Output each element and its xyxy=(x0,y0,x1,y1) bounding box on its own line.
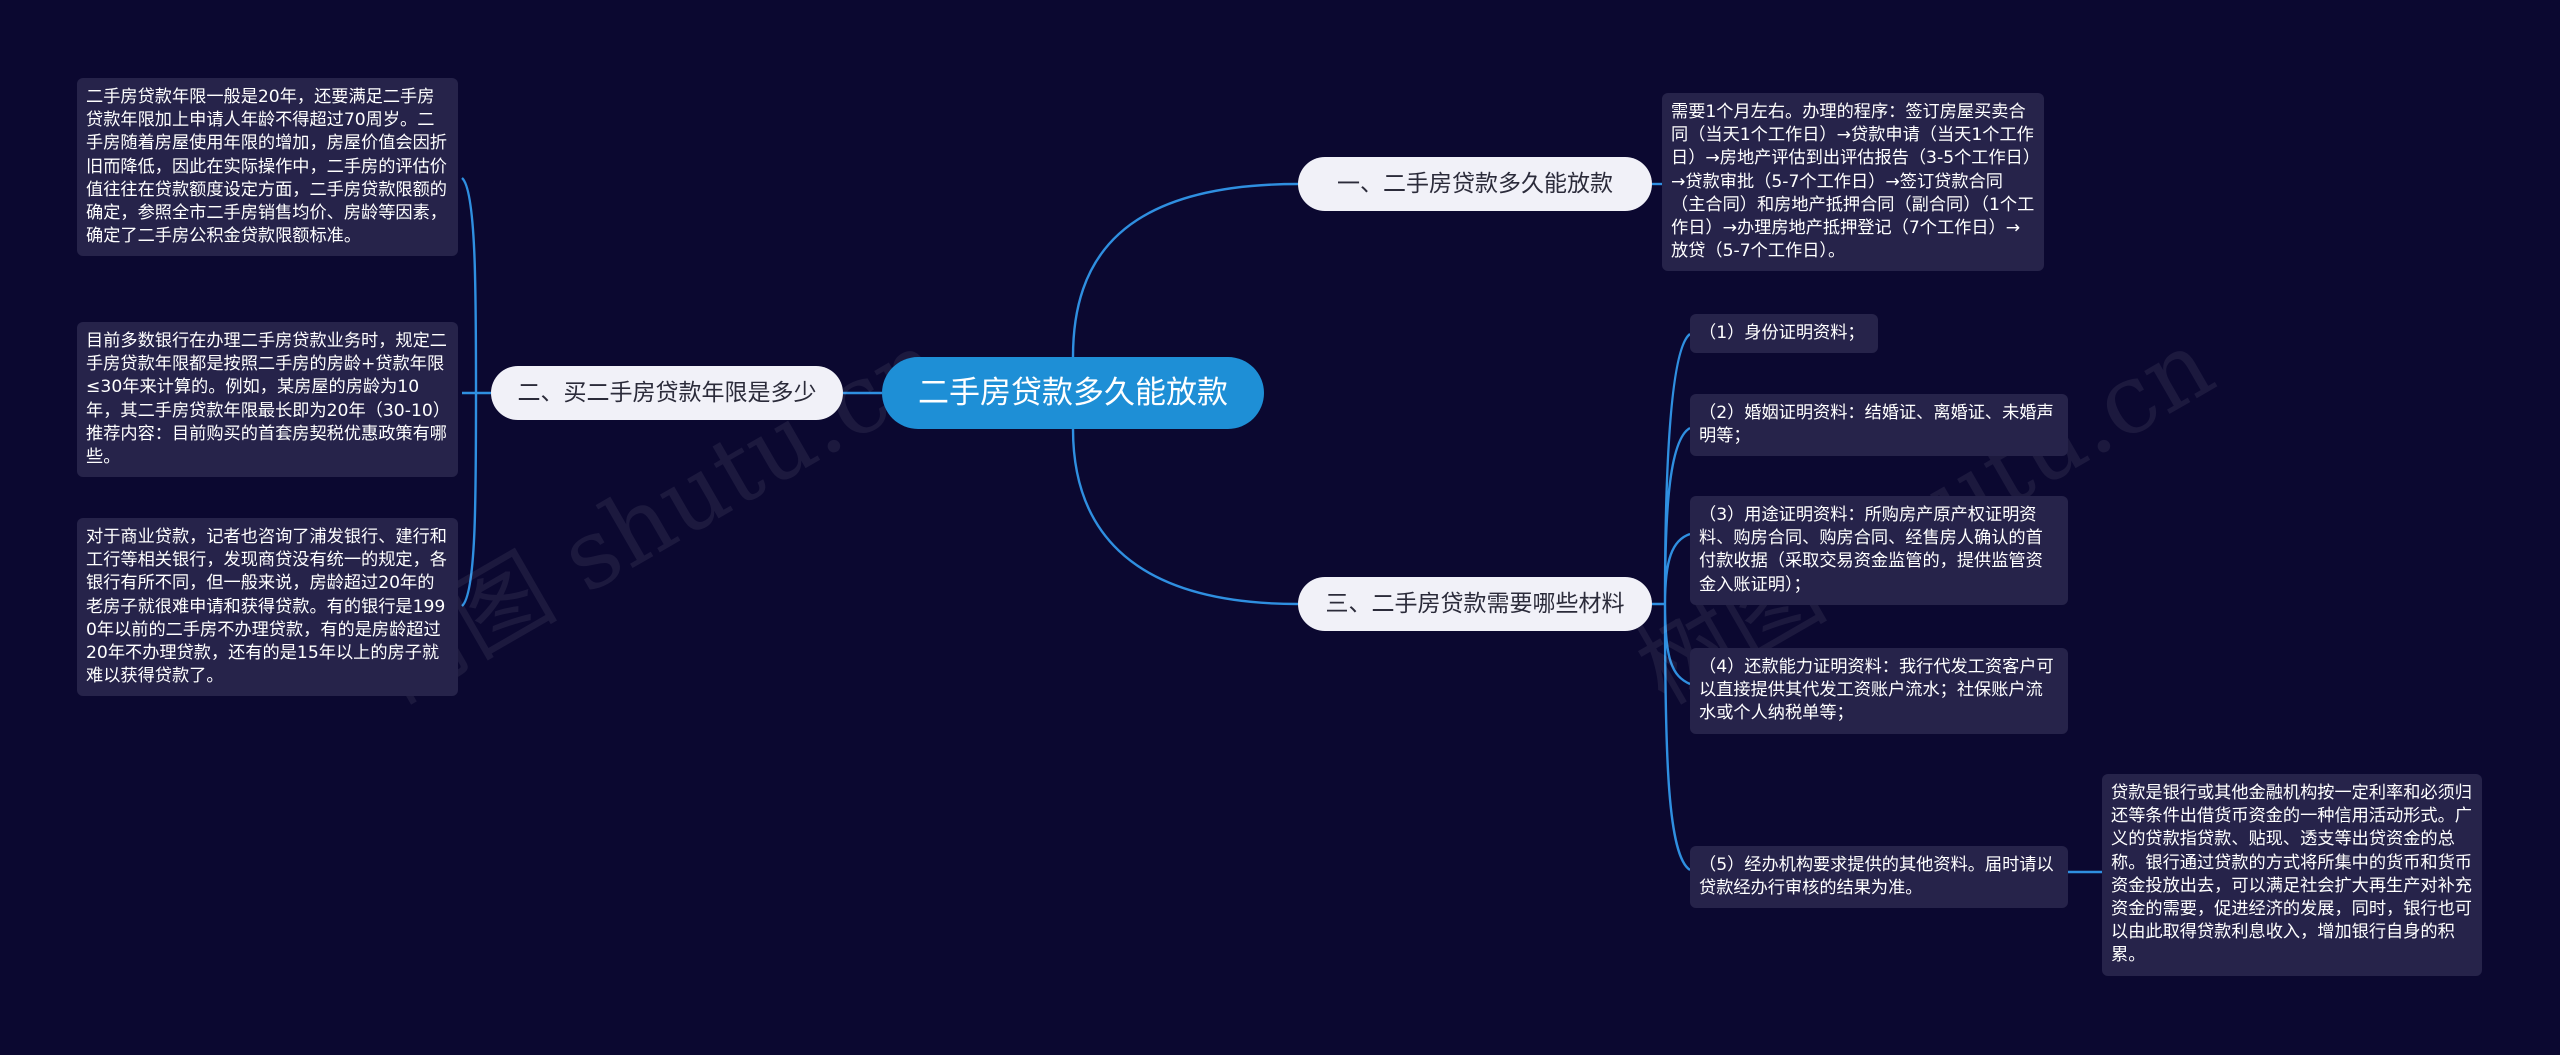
leaf-purpose-materials[interactable]: （3）用途证明资料：所购房产原产权证明资料、购房合同、购房合同、经售房人确认的首… xyxy=(1690,496,2068,605)
link-root-b1 xyxy=(1071,182,1299,358)
root-topic[interactable]: 二手房贷款多久能放款 xyxy=(882,357,1264,429)
leaf-commercial-loan[interactable]: 对于商业贷款，记者也咨询了浦发银行、建行和工行等相关银行，发现商贷没有统一的规定… xyxy=(77,518,458,697)
leaf-loan-process[interactable]: 需要1个月左右。办理的程序：签订房屋买卖合同（当天1个工作日）→贷款申请（当天1… xyxy=(1662,93,2044,272)
link-b2-leaves xyxy=(461,177,491,607)
leaf-marriage-materials[interactable]: （2）婚姻证明资料：结婚证、离婚证、未婚声明等； xyxy=(1690,394,2068,457)
leaf-id-materials[interactable]: （1）身份证明资料； xyxy=(1690,314,1878,354)
leaf-other-materials[interactable]: （5）经办机构要求提供的其他资料。届时请以贷款经办行审核的结果为准。 xyxy=(1690,846,2068,909)
leaf-loan-definition[interactable]: 贷款是银行或其他金融机构按一定利率和必须归还等条件出借货币资金的一种信用活动形式… xyxy=(2102,774,2482,976)
link-root-b3 xyxy=(1071,428,1299,606)
branch-materials[interactable]: 三、二手房贷款需要哪些材料 xyxy=(1298,577,1652,631)
branch-loan-term[interactable]: 二、买二手房贷款年限是多少 xyxy=(491,366,843,420)
leaf-term-limit[interactable]: 二手房贷款年限一般是20年，还要满足二手房贷款年限加上申请人年龄不得超过70周岁… xyxy=(77,78,458,257)
leaf-term-rule[interactable]: 目前多数银行在办理二手房贷款业务时，规定二手房贷款年限都是按照二手房的房龄+贷款… xyxy=(77,322,458,478)
branch-loan-time[interactable]: 一、二手房贷款多久能放款 xyxy=(1298,157,1652,211)
link-b3-leaves xyxy=(1652,333,1691,872)
leaf-repayment-materials[interactable]: （4）还款能力证明资料：我行代发工资客户可以直接提供其代发工资账户流水；社保账户… xyxy=(1690,648,2068,734)
